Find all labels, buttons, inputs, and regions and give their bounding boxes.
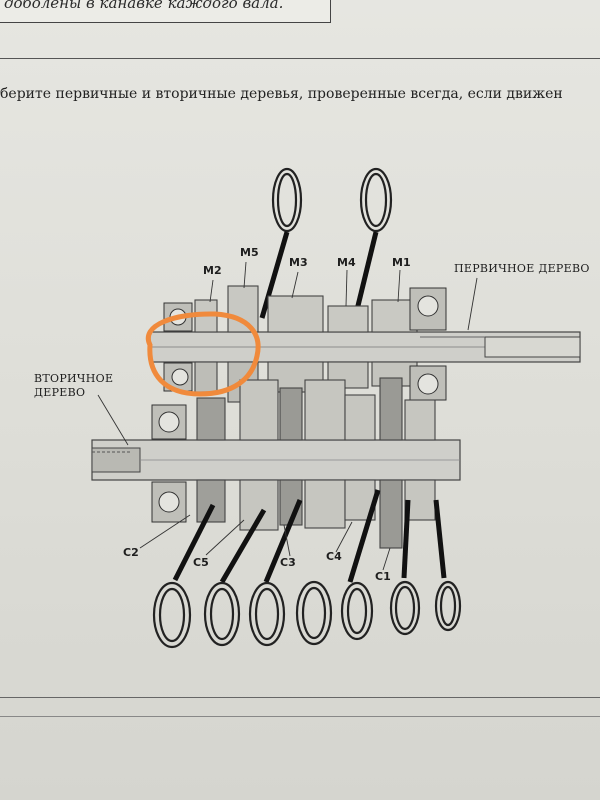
secondary-shaft	[91, 439, 461, 481]
previous-note-box: доболены в канавке каждого вала.	[0, 0, 331, 23]
top-label-leaders	[97, 261, 478, 446]
circlips-bottom	[152, 580, 462, 649]
circlip-bottom-4	[295, 580, 333, 646]
leader-top-2	[352, 231, 379, 319]
primary-bearing-right	[409, 287, 447, 401]
circlip-bottom-6	[389, 580, 421, 636]
circlip-bottom-3	[248, 581, 286, 647]
label-secondary-shaft-1: ВТОРИЧНОЕ	[34, 372, 113, 385]
circlip-bottom-1	[152, 581, 192, 649]
circlip-top-2	[359, 167, 393, 233]
label-m3: M3	[289, 256, 308, 269]
circlip-bottom-2	[203, 581, 241, 647]
label-m2: M2	[203, 264, 222, 277]
divider-bottom-2	[0, 716, 600, 717]
label-c3: C3	[280, 556, 296, 569]
label-m4: M4	[337, 256, 356, 269]
instruction-text: берите первичные и вторичные деревья, пр…	[0, 86, 563, 102]
label-c5: C5	[193, 556, 209, 569]
label-primary-shaft: ПЕРВИЧНОЕ ДЕРЕВО	[454, 262, 590, 275]
primary-gears	[194, 285, 418, 403]
secondary-bearing-left	[151, 404, 187, 523]
circlip-top-1	[271, 167, 303, 233]
primary-shaft	[149, 331, 581, 363]
bottom-label-leaders	[139, 514, 391, 571]
bottom-leaders	[172, 489, 447, 584]
circlip-bottom-5	[340, 581, 374, 641]
previous-note-text: доболены в канавке каждого вала.	[4, 0, 284, 12]
label-c1: C1	[375, 570, 391, 583]
secondary-gears	[196, 377, 436, 549]
leader-top-1	[259, 231, 290, 319]
circlip-bottom-7	[434, 580, 462, 632]
label-c2: C2	[123, 546, 139, 559]
label-c4: C4	[326, 550, 342, 563]
highlight-circle	[145, 311, 261, 397]
label-secondary-shaft-2: ДЕРЕВО	[34, 386, 85, 399]
divider-bottom	[0, 697, 600, 698]
label-m5: M5	[240, 246, 259, 259]
divider-top	[0, 58, 600, 59]
label-m1: M1	[392, 256, 411, 269]
